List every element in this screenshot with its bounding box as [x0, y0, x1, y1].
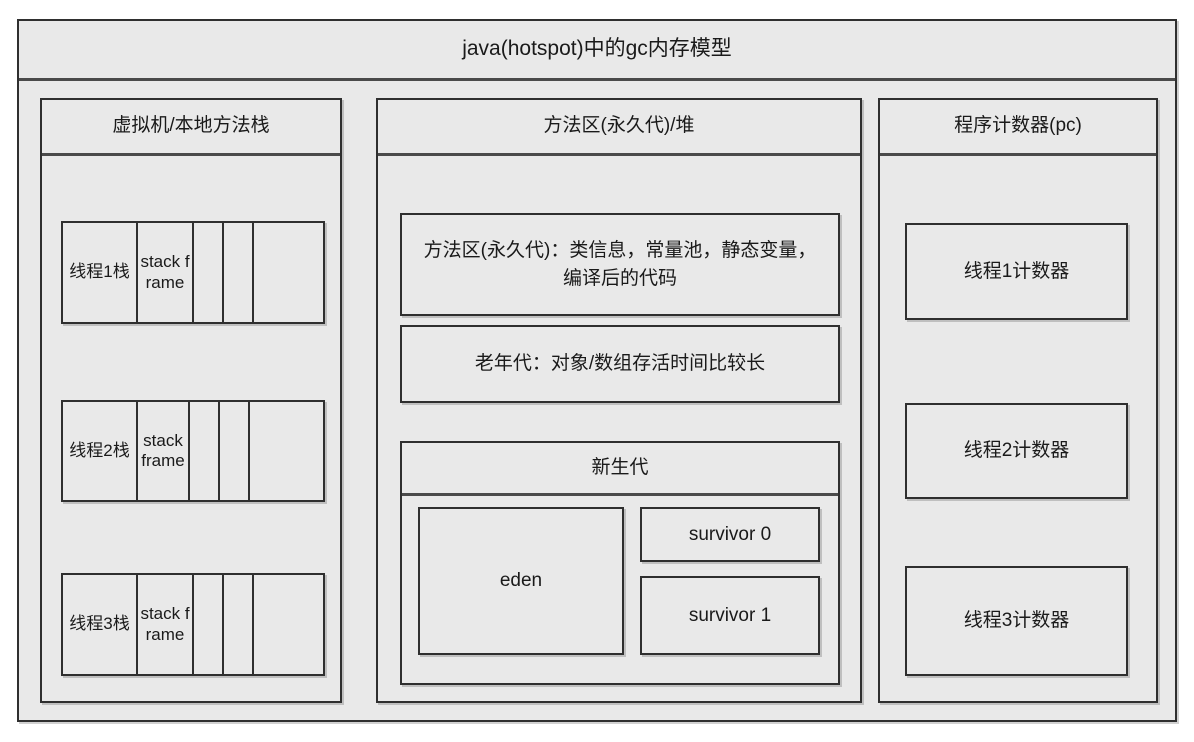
pc-counter-box-1: 线程1计数器	[905, 223, 1128, 320]
eden-box: eden	[418, 507, 624, 655]
column-vm-stacks: 虚拟机/本地方法栈 线程1栈 stack frame 线程2栈 stack fr…	[40, 98, 342, 703]
stack-frame-empty-cell-1c	[254, 223, 323, 322]
young-generation-lane: 新生代 eden survivor 0 survivor 1	[400, 441, 840, 685]
young-generation-divider	[402, 493, 838, 496]
young-generation-title: 新生代	[591, 456, 649, 478]
column-method-area-heap: 方法区(永久代)/堆 方法区(永久代)：类信息，常量池，静态变量，编译后的代码 …	[376, 98, 862, 703]
pc-counter-box-3: 线程3计数器	[905, 566, 1128, 676]
stack-frame-cell-1: stack frame	[138, 223, 194, 322]
thread-stack-row-1: 线程1栈 stack frame	[61, 221, 325, 324]
column-vm-stacks-divider	[42, 153, 340, 156]
column-program-counter-title: 程序计数器(pc)	[954, 115, 1082, 137]
stack-frame-empty-cell-3b	[224, 575, 254, 674]
stack-frame-empty-cell-3c	[254, 575, 323, 674]
stack-frame-empty-cell-2a	[190, 402, 220, 500]
survivor-0-box: survivor 0	[640, 507, 820, 562]
old-generation-box: 老年代：对象/数组存活时间比较长	[400, 325, 840, 403]
column-vm-stacks-title: 虚拟机/本地方法栈	[112, 115, 270, 137]
thread-stack-row-3: 线程3栈 stack frame	[61, 573, 325, 676]
stack-frame-empty-cell-2c	[250, 402, 323, 500]
root-title-divider	[19, 78, 1175, 81]
thread-stack-row-2: 线程2栈 stack frame	[61, 400, 325, 502]
pc-counter-box-2: 线程2计数器	[905, 403, 1128, 499]
stack-frame-cell-2: stack frame	[138, 402, 190, 500]
survivor-1-box: survivor 1	[640, 576, 820, 655]
stack-frame-empty-cell-1a	[194, 223, 224, 322]
stack-frame-empty-cell-1b	[224, 223, 254, 322]
column-program-counter: 程序计数器(pc) 线程1计数器 线程2计数器 线程3计数器	[878, 98, 1158, 703]
thread-stack-label-3: 线程3栈	[63, 575, 138, 674]
diagram-root-frame: java(hotspot)中的gc内存模型 虚拟机/本地方法栈 线程1栈 sta…	[17, 19, 1177, 722]
column-method-area-heap-divider	[378, 153, 860, 156]
thread-stack-label-2: 线程2栈	[63, 402, 138, 500]
column-program-counter-divider	[880, 153, 1156, 156]
stack-frame-empty-cell-2b	[220, 402, 250, 500]
diagram-title: java(hotspot)中的gc内存模型	[462, 36, 732, 60]
stack-frame-cell-3: stack frame	[138, 575, 194, 674]
method-area-box: 方法区(永久代)：类信息，常量池，静态变量，编译后的代码	[400, 213, 840, 316]
thread-stack-label-1: 线程1栈	[63, 223, 138, 322]
stack-frame-empty-cell-3a	[194, 575, 224, 674]
column-method-area-heap-title: 方法区(永久代)/堆	[543, 115, 695, 137]
